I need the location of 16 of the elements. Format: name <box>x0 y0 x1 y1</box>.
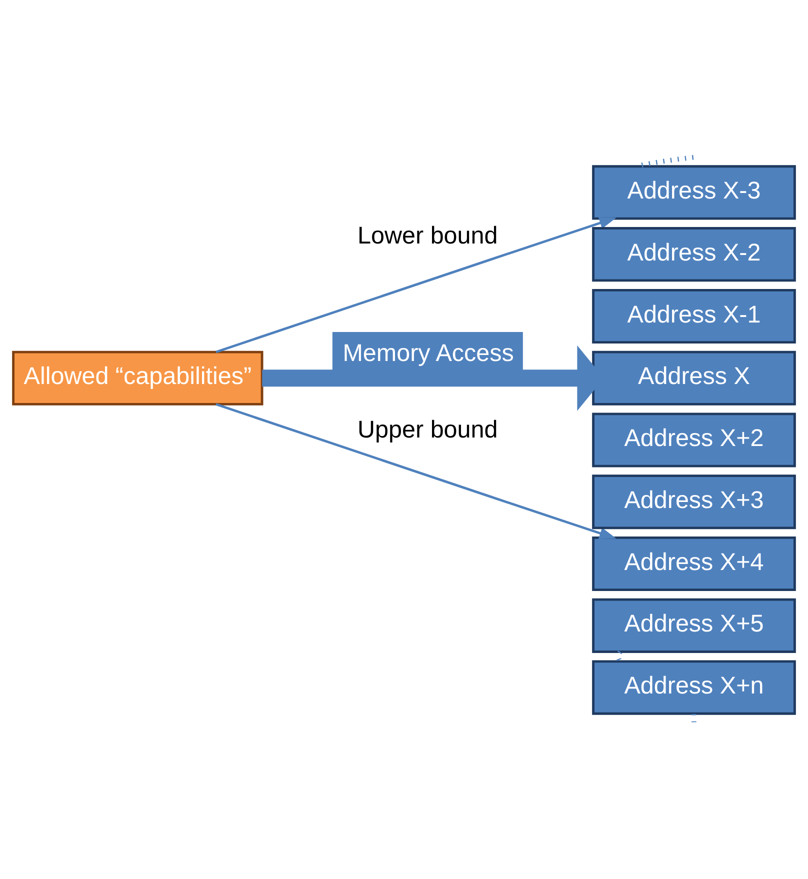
arrow <box>216 216 616 353</box>
node-box: Address X+4 <box>592 536 796 591</box>
edge-label: Memory Access <box>342 340 514 367</box>
connector <box>616 650 622 662</box>
edge-label: Upper bound <box>358 416 498 444</box>
node-box: Address X-3 <box>592 164 796 220</box>
edge-label: Lower bound <box>358 222 498 249</box>
node-box: Address X+5 <box>592 598 796 652</box>
node-box: Address X-2 <box>592 226 796 282</box>
node-box: Address X+3 <box>592 474 796 529</box>
node-box: Address X+n <box>592 660 796 714</box>
node-box: Address X-1 <box>592 288 796 344</box>
node-box: Address X+2 <box>592 412 796 467</box>
arrow <box>216 402 616 538</box>
node-box: Allowed “capabilities” <box>12 350 264 405</box>
node-box: Address X <box>592 350 796 405</box>
